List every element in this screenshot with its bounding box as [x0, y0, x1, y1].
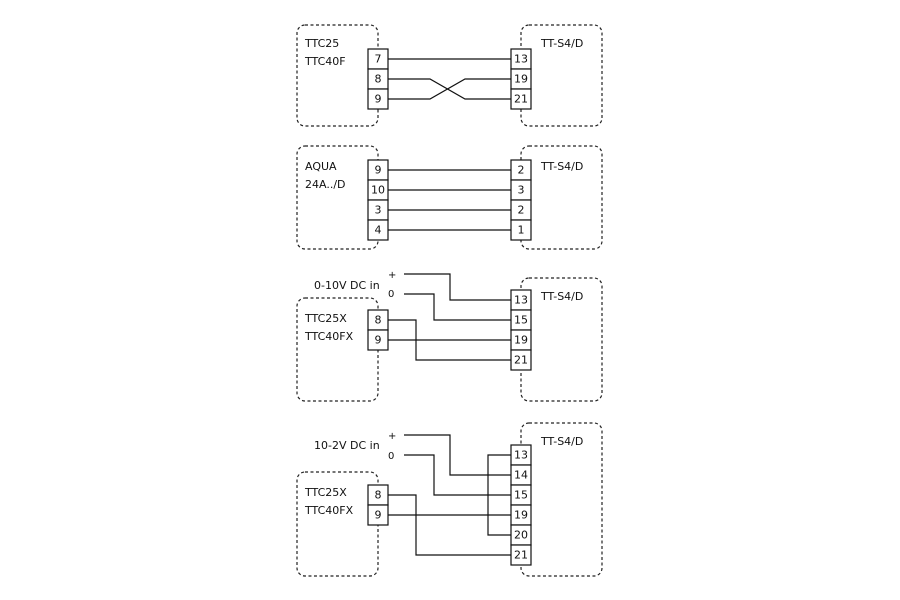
terminal	[510, 88, 532, 110]
terminal-number: 15	[514, 314, 528, 327]
input-label: 10-2V DC in	[314, 439, 380, 452]
terminal-number: 2	[518, 204, 525, 217]
terminal-number: 10	[371, 184, 385, 197]
terminal-number: 9	[375, 93, 382, 106]
left-device-label: TTC25	[304, 37, 339, 50]
terminal-number: 21	[514, 354, 528, 367]
wire	[388, 78, 511, 100]
right-device-box	[520, 422, 603, 577]
terminal-number: 9	[375, 334, 382, 347]
terminal	[367, 88, 389, 110]
left-device-label: TTC40FX	[304, 330, 354, 343]
terminal-number: 21	[514, 93, 528, 106]
terminal	[510, 544, 532, 566]
wiring-diagram-4: 10-2V DC in + 0 TTC25X TTC40FX TT-S4/D 8…	[296, 422, 603, 577]
terminal-number: 3	[518, 184, 525, 197]
left-device-label: TTC25X	[304, 312, 347, 325]
terminal-number: 20	[514, 529, 528, 542]
terminal-number: 13	[514, 294, 528, 307]
jumper-wire	[487, 454, 511, 536]
right-device-label: TT-S4/D	[540, 435, 583, 448]
left-device-label: TTC40FX	[304, 504, 354, 517]
left-device-label: TTC40F	[304, 55, 346, 68]
terminal-number: 14	[514, 469, 528, 482]
input-label: 0-10V DC in	[314, 279, 380, 292]
terminal	[510, 219, 532, 241]
terminal-number: 19	[514, 73, 528, 86]
terminal-number: 15	[514, 489, 528, 502]
plus-sign: +	[388, 431, 396, 442]
terminal-number: 4	[375, 224, 382, 237]
left-device-box	[296, 145, 379, 250]
terminal-number: 9	[375, 164, 382, 177]
terminal-number: 8	[375, 73, 382, 86]
wiring-diagram-1: TTC25 TTC40F TT-S4/D 7 8 9 13 19 21	[296, 24, 603, 127]
wire	[404, 273, 511, 301]
terminal-number: 7	[375, 53, 382, 66]
zero-sign: 0	[388, 451, 394, 462]
wire	[404, 434, 511, 476]
zero-sign: 0	[388, 289, 394, 300]
right-device-label: TT-S4/D	[540, 160, 583, 173]
terminal	[367, 504, 389, 526]
terminal-number: 13	[514, 53, 528, 66]
right-device-label: TT-S4/D	[540, 290, 583, 303]
wire	[404, 293, 511, 321]
terminal-number: 13	[514, 449, 528, 462]
terminal-number: 21	[514, 549, 528, 562]
left-device-box	[296, 297, 379, 402]
terminal	[510, 349, 532, 371]
terminal	[367, 219, 389, 241]
wiring-diagram-2: AQUA 24A../D TT-S4/D 9 10 3 4 2 3 2 1	[296, 145, 603, 250]
wire	[388, 78, 511, 100]
wire	[404, 454, 511, 496]
plus-sign: +	[388, 270, 396, 281]
left-device-label: 24A../D	[305, 178, 346, 191]
right-device-label: TT-S4/D	[540, 37, 583, 50]
wire	[388, 494, 511, 556]
terminal-number: 1	[518, 224, 525, 237]
terminal-number: 9	[375, 509, 382, 522]
terminal-number: 3	[375, 204, 382, 217]
terminal-number: 19	[514, 509, 528, 522]
left-device-label: AQUA	[305, 160, 337, 173]
left-device-label: TTC25X	[304, 486, 347, 499]
terminal-number: 8	[375, 314, 382, 327]
terminal-number: 8	[375, 489, 382, 502]
terminal-number: 19	[514, 334, 528, 347]
wiring-diagram-3: 0-10V DC in + 0 TTC25X TTC40FX TT-S4/D 8…	[296, 270, 603, 402]
terminal-number: 2	[518, 164, 525, 177]
terminal	[367, 329, 389, 351]
